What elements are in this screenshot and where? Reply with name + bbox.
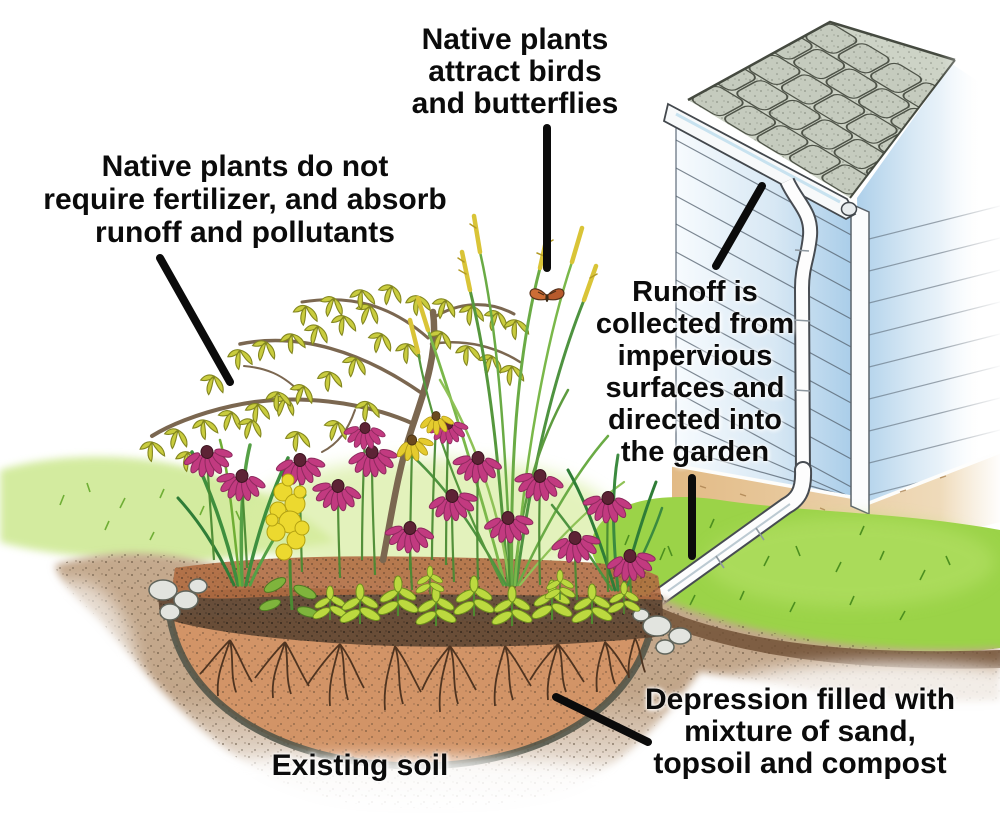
label-native-plants-fertilizer: Native plants do not require fertilizer,… xyxy=(43,150,447,249)
soil-dark-edge-right xyxy=(640,598,1000,669)
downspout xyxy=(646,177,819,609)
leader-fertilizer xyxy=(156,254,234,386)
label-depression-mixture: Depression filled with mixture of sand, … xyxy=(644,683,956,780)
rocks-right xyxy=(632,608,692,655)
soil-depression xyxy=(166,614,656,770)
label-runoff-collected: Runoff is collected from impervious surf… xyxy=(595,276,795,468)
corner-trim xyxy=(850,202,870,516)
yellow-flower-cluster xyxy=(259,473,320,618)
label-native-plants-attract: Native plants attract birds and butterfl… xyxy=(411,23,619,120)
soil-fade xyxy=(0,580,1000,839)
flower-stems xyxy=(205,423,634,609)
leader-runoff-top xyxy=(712,182,766,270)
rocks-left xyxy=(148,578,208,621)
house-roof xyxy=(687,20,956,199)
leader-depression xyxy=(552,693,652,746)
leader-lines xyxy=(156,124,766,746)
roots xyxy=(199,637,646,713)
label-existing-soil: Existing soil xyxy=(271,749,449,782)
butterfly-icon xyxy=(529,288,565,302)
